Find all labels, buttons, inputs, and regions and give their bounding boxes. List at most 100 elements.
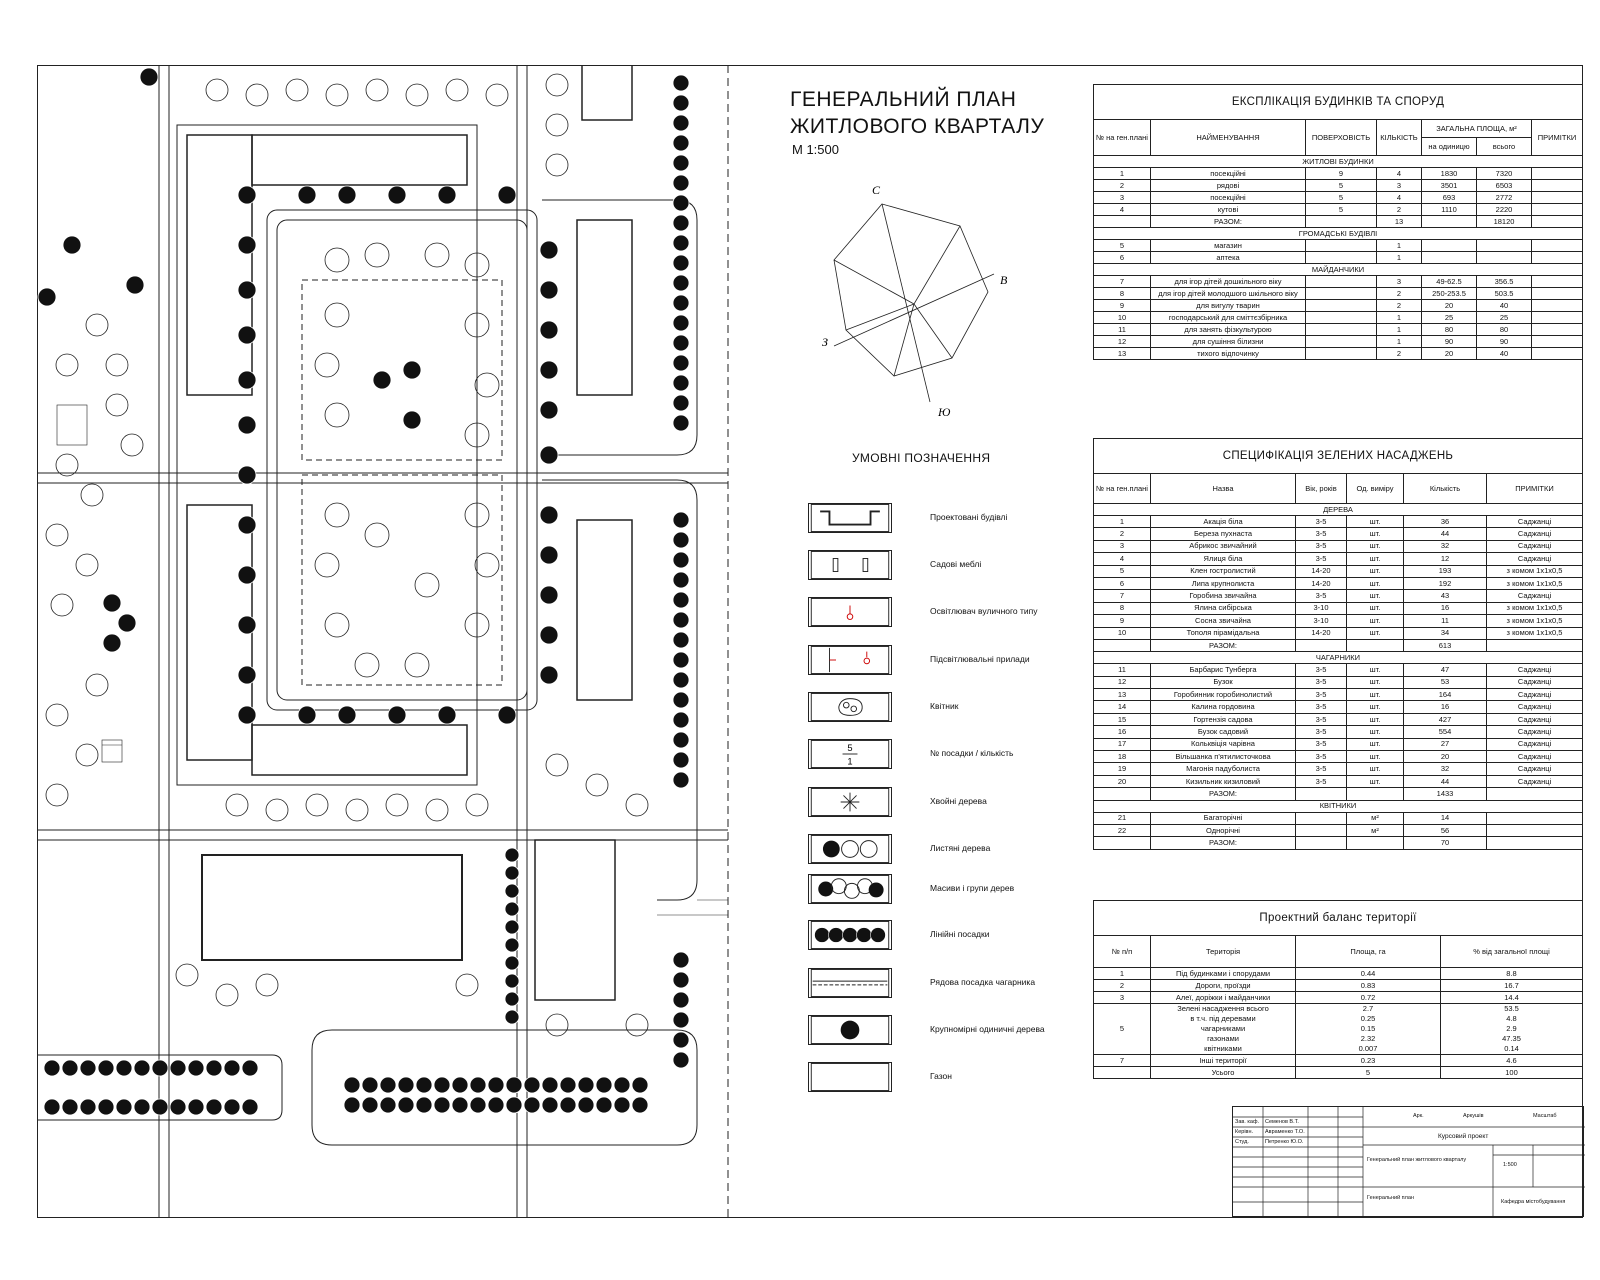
table-cell: 18	[1093, 750, 1151, 764]
table-cell: 32	[1403, 539, 1487, 554]
table-cell: шт.	[1346, 774, 1404, 789]
table-cell: посекційні	[1150, 191, 1306, 204]
table-cell: Інші території	[1150, 1054, 1296, 1067]
street-lamp-icon	[808, 597, 892, 627]
legend-label: Проектовані будівлі	[930, 512, 1008, 522]
legend-label: Крупномірні одиничні дерева	[930, 1024, 1045, 1034]
legend-item-tree-group: Масиви і групи дерев	[808, 874, 1068, 908]
table-cell: 49-62.5	[1421, 275, 1477, 288]
legend-item-row-planting: Лінійні посадки	[808, 920, 1068, 954]
table-cell: 0.44	[1295, 967, 1441, 980]
table-cell: 90	[1476, 335, 1532, 348]
site-plan	[37, 65, 729, 1218]
table-cell	[1093, 1066, 1151, 1079]
table-cell: Саджанці	[1486, 514, 1583, 529]
role-1: Зав. каф.	[1235, 1119, 1259, 1125]
table-cell: 2	[1376, 287, 1422, 300]
table-cell: шт.	[1346, 663, 1404, 677]
table-cell: 3	[1376, 179, 1422, 192]
table-cell: 100	[1440, 1066, 1583, 1079]
table-cell: 1	[1376, 239, 1422, 252]
table-cell: 250-253.5	[1421, 287, 1477, 300]
table-cell: з комом 1х1х0,5	[1486, 601, 1583, 616]
table-cell	[1346, 787, 1404, 801]
table-cell: 1	[1376, 335, 1422, 348]
table-cell: РАЗОМ:	[1150, 787, 1296, 801]
large-tree-icon	[808, 1015, 892, 1045]
table-cell	[1486, 823, 1583, 838]
table-cell: шт.	[1346, 712, 1404, 727]
section-row: ГРОМАДСЬКІ БУДІВЛІ	[1093, 227, 1583, 240]
table-cell: з комом 1х1х0,5	[1486, 626, 1583, 640]
table-cell: господарський для сміттєзбірника	[1150, 311, 1306, 324]
table-cell: 16	[1093, 725, 1151, 739]
table-cell	[1295, 823, 1347, 838]
table-cell	[1305, 215, 1377, 228]
table-cell: 8	[1093, 601, 1151, 616]
table-cell: 13	[1376, 215, 1422, 228]
table-cell: 3-5	[1295, 774, 1347, 789]
table-cell: 3-5	[1295, 589, 1347, 603]
table-cell: для ігор дітей дошкільного віку	[1150, 275, 1306, 288]
building-5	[576, 219, 633, 396]
table-cell: 3-10	[1295, 614, 1347, 628]
legend-item-conifer: Хвойні дерева	[808, 787, 1068, 821]
table-cell: 19	[1093, 762, 1151, 776]
table-cell: 1110	[1421, 203, 1477, 216]
building-3	[251, 134, 468, 186]
table-cell: 3	[1093, 991, 1151, 1004]
table-cell: 2	[1376, 203, 1422, 216]
table-cell: з комом 1х1х0,5	[1486, 614, 1583, 628]
table-cell: 0.83	[1295, 979, 1441, 992]
table-cell: 2772	[1476, 191, 1532, 204]
table-cell: Тополя пірамідальна	[1150, 626, 1296, 640]
table-cell: Саджанці	[1486, 700, 1583, 714]
table-cell: Усього	[1150, 1066, 1296, 1079]
table-cell	[1531, 179, 1583, 192]
deciduous-tree-icon	[808, 834, 892, 864]
table-cell: 11	[1403, 614, 1487, 628]
table-cell: 3-5	[1295, 527, 1347, 541]
table-cell: Саджанці	[1486, 774, 1583, 789]
table-cell	[1486, 836, 1583, 850]
table-cell	[1295, 811, 1347, 826]
table-cell: 14-20	[1295, 576, 1347, 591]
lawn-icon	[808, 1062, 892, 1092]
table-cell: Калина гордовина	[1150, 700, 1296, 714]
table-cell: 20	[1421, 299, 1477, 312]
col-header: % від загальної площі	[1440, 935, 1583, 968]
legend-label: № посадки / кількість	[930, 748, 1014, 758]
section-title: ЖИТЛОВІ БУДИНКИ	[1093, 155, 1583, 168]
table-cell: 21	[1093, 811, 1151, 826]
col-header: НАЙМЕНУВАННЯ	[1150, 119, 1306, 156]
col-header: Кількість	[1403, 473, 1487, 504]
col-header: № на ген.плані	[1093, 119, 1151, 156]
col-header: ЗАГАЛЬНА ПЛОЩА, м²	[1421, 119, 1532, 138]
legend-label: Освітлювач вуличного типу	[930, 606, 1038, 616]
table-cell: 47	[1403, 663, 1487, 677]
table-cell: 193	[1403, 564, 1487, 578]
table-cell: 13	[1093, 347, 1151, 360]
table-cell: Бузок садовий	[1150, 725, 1296, 739]
table-cell: 3-5	[1295, 725, 1347, 739]
table-cell: 5	[1093, 564, 1151, 578]
table-cell: 14	[1403, 811, 1487, 826]
table-cell	[1531, 287, 1583, 300]
table-cell: Саджанці	[1486, 539, 1583, 554]
plants-table-title: СПЕЦИФІКАЦІЯ ЗЕЛЕНИХ НАСАДЖЕНЬ	[1093, 438, 1583, 474]
table-cell: Ялина сибірська	[1150, 601, 1296, 616]
table-cell	[1421, 251, 1477, 264]
table-cell: Магонія падуболиста	[1150, 762, 1296, 776]
